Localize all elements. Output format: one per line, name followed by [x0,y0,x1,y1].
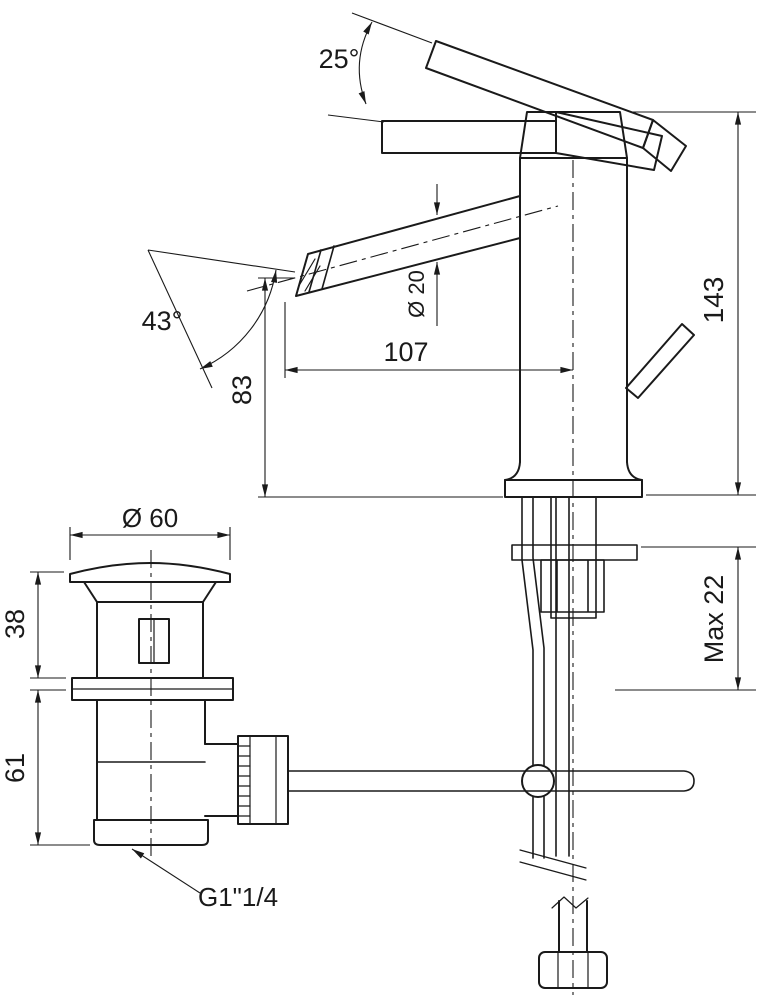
dimension-spout-height: 83 [227,277,503,498]
waste-body-label: 61 [0,753,30,783]
ball-joint [521,764,555,798]
coupling-nut-facets [249,735,277,825]
hose-fitting-nut [538,951,608,989]
waste-thread-leader [131,848,201,894]
hose-break-icon [519,849,587,881]
spout-aerator-hatch-icon [299,258,321,292]
waste-thread-label: G1"1/4 [198,882,278,912]
waste-upper-body [96,601,204,679]
swivel-angle-label: 43° [142,306,183,336]
waste-middle-flange [71,677,234,701]
dimension-spout-swivel-angle: 43° [142,249,296,389]
waste-upper-label: 38 [0,609,30,639]
waste-upper-extensions [30,571,66,679]
deck-washer [511,544,638,561]
max-deck-label: Max 22 [699,575,729,664]
spout-outline [295,195,521,297]
waste-flange [69,562,231,583]
annotation-waste-thread: G1"1/4 [131,848,278,912]
threaded-shank [550,496,597,619]
max-deck-extensions [615,546,756,691]
faucet-side-view [287,40,695,989]
overall-height-label: 143 [698,277,729,324]
supply-hose [555,496,570,857]
lever-hub [555,111,663,171]
lever-raised [425,40,654,149]
waste-flange-transition [83,581,217,603]
linkage-rod [287,770,695,792]
overflow-slot [138,618,170,664]
centerlines [150,160,574,995]
dimension-max-deck-thickness: Max 22 [615,546,756,691]
lever-raised-cap [642,119,687,172]
swivel-angle-arc [199,269,278,370]
mounting-nut [540,559,605,613]
popup-knob [625,323,695,399]
dimension-waste-flange-diameter: Ø 60 [69,503,231,560]
dimension-waste-body-height: 61 [0,689,90,846]
coupling-nut-knurl-icon [237,745,251,817]
handle-angle-extensions [327,12,433,123]
lever-horizontal [381,120,557,154]
spout-diameter-label: Ø 20 [404,270,429,318]
spout-reach-label: 107 [383,337,428,367]
fitting-break-icon [551,896,589,909]
waste-body-extensions [30,689,90,846]
dimension-waste-upper-height: 38 [0,571,66,679]
waste-lower-body [96,699,206,821]
dimension-handle-angle: 25° [319,12,433,123]
dimension-overall-height: 143 [632,111,756,496]
handle-angle-label: 25° [319,44,360,74]
waste-side-outlet [204,743,239,817]
spout-centerline [246,205,559,292]
waste-bottom-cap [93,819,209,846]
faucet-neck [519,111,628,159]
faucet-body [519,157,628,463]
hose-fitting-body [558,900,588,953]
spout-height-extensions [258,277,503,498]
coupling-nut [237,735,289,825]
hose-fitting-nut-facets [557,951,589,989]
waste-flange-label: Ø 60 [122,503,178,533]
handle-angle-arc [358,21,373,105]
spout-height-label: 83 [227,375,257,405]
spout-aerator [308,245,335,293]
popup-rod [521,496,545,859]
base-plate [504,479,643,498]
dimension-spout-diameter: Ø 20 [404,184,441,326]
waste-assembly [69,562,289,846]
dimension-spout-reach: 107 [284,302,574,378]
